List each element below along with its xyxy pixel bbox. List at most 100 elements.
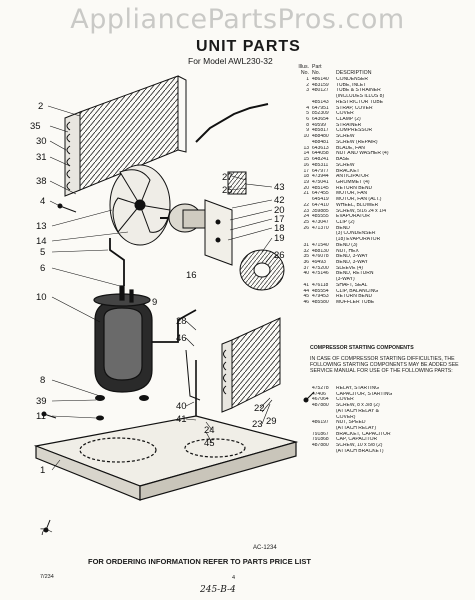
callout-30: 30 — [36, 136, 47, 147]
starting-components-notice: IN CASE OF COMPRESSOR STARTING DIFFICULT… — [310, 356, 459, 374]
item-number: 46 — [303, 300, 309, 306]
part-description: CLAMP (2) — [336, 117, 361, 123]
fan-blade — [109, 164, 171, 246]
header-no: No. — [300, 70, 309, 77]
part-description: NUT AND WASHER (4) — [336, 151, 389, 157]
part-description: (ATTACH BRACKET) — [336, 448, 384, 454]
part-description: MOTOR, FAN — [336, 191, 368, 197]
part-description: TUBE, INLET — [336, 82, 367, 88]
parts-row: 487880 SCREW, 8 x 3/8 (2) — [295, 403, 471, 409]
callout-40: 40 — [176, 401, 187, 412]
item-number: 31 — [303, 242, 309, 248]
parts-list-header: Illus. Part No. No. DESCRIPTION — [295, 64, 471, 77]
capillary-tube — [185, 349, 201, 401]
header-part: Part — [312, 64, 322, 70]
part-description: CAPACITOR, STARTING — [336, 391, 393, 397]
header-description: DESCRIPTION — [336, 70, 372, 77]
leader-lines — [47, 105, 273, 533]
parts-row: (18) EVAPORATOR — [295, 237, 471, 243]
part-number: 487880 — [312, 403, 329, 409]
part-description: MUFFLER TUBE — [336, 300, 375, 306]
part-number: 475278 — [312, 386, 329, 391]
part-number: 647455 — [312, 191, 329, 197]
callout-13: 13 — [36, 221, 47, 232]
callout-11: 11 — [36, 411, 46, 422]
part-description: TUBE & STRAINER — [336, 88, 381, 94]
part-number: 643654 — [312, 117, 329, 123]
part-number: 485311 — [312, 162, 329, 168]
part-description: BEND, 3-WAY — [336, 260, 368, 265]
item-number: 22 — [303, 202, 309, 208]
callout-16: 16 — [186, 270, 197, 281]
callout-17: 17 — [274, 214, 285, 225]
item-number: 23 — [303, 208, 309, 214]
part-number: 473944 — [312, 174, 329, 180]
callout-labels: 2 35 30 31 38 4 13 14 5 6 10 8 39 11 1 7… — [30, 101, 285, 538]
item-number: 14 — [303, 151, 309, 157]
item-number: 35 — [303, 254, 309, 260]
evaporator-return-bends — [223, 349, 227, 395]
parts-row: 475278 RELAY, STARTING — [295, 386, 471, 392]
part-description: RESTRICTOR TUBE — [336, 99, 384, 105]
condenser-coil — [64, 75, 187, 197]
part-number: 471370 — [312, 225, 329, 231]
callout-31: 31 — [36, 152, 47, 163]
part-number: 485554 — [312, 288, 329, 294]
item-number: 21 — [303, 191, 309, 197]
part-description: BLADE, FAN — [336, 145, 365, 151]
callout-29: 29 — [266, 416, 277, 427]
part-description: SCREW, 8 x 3/8 (2) — [336, 403, 380, 409]
part-number: 47406 — [312, 391, 326, 397]
callout-10: 10 — [36, 292, 47, 303]
grommets — [95, 395, 149, 421]
part-description: RETURN BEND — [336, 294, 373, 300]
item-number: 17 — [303, 168, 309, 174]
part-number: 467064 — [312, 397, 329, 403]
part-description: CONDENSER — [336, 77, 368, 82]
part-number: 647951 — [312, 105, 329, 111]
part-description: GROMMET (4) — [336, 179, 370, 185]
item-number: 44 — [303, 288, 309, 294]
part-description: NUT, SPEED — [336, 420, 366, 426]
part-description: EVAPORATOR — [336, 214, 370, 220]
item-number: 3 — [306, 88, 309, 94]
part-number: 648241 — [312, 157, 329, 163]
part-description: SCREW — [336, 134, 355, 140]
part-description: COVER — [336, 397, 354, 403]
parts-row: 47406 CAPACITOR, STARTING — [295, 392, 471, 398]
muffler-tube — [152, 309, 197, 343]
part-description: STRAP, COVER — [336, 105, 373, 111]
item-number: 1 — [306, 77, 309, 82]
callout-22: 22 — [254, 403, 265, 414]
part-description: BASE — [336, 157, 350, 163]
item-number: 9 — [306, 128, 309, 134]
item-number: 25 — [303, 219, 309, 225]
callout-42: 42 — [274, 195, 285, 206]
callout-2: 2 — [38, 101, 43, 112]
part-description: RELAY, STARTING — [336, 386, 379, 391]
part-description: MOTOR, FAN (ALT.) — [336, 197, 382, 203]
part-description: COMPRESSOR — [336, 128, 373, 134]
item-number: 36 — [303, 260, 309, 265]
parts-row: (ATTACH RELAY) — [295, 426, 471, 432]
page-number: 4 — [232, 575, 236, 581]
callout-1: 1 — [40, 465, 45, 476]
